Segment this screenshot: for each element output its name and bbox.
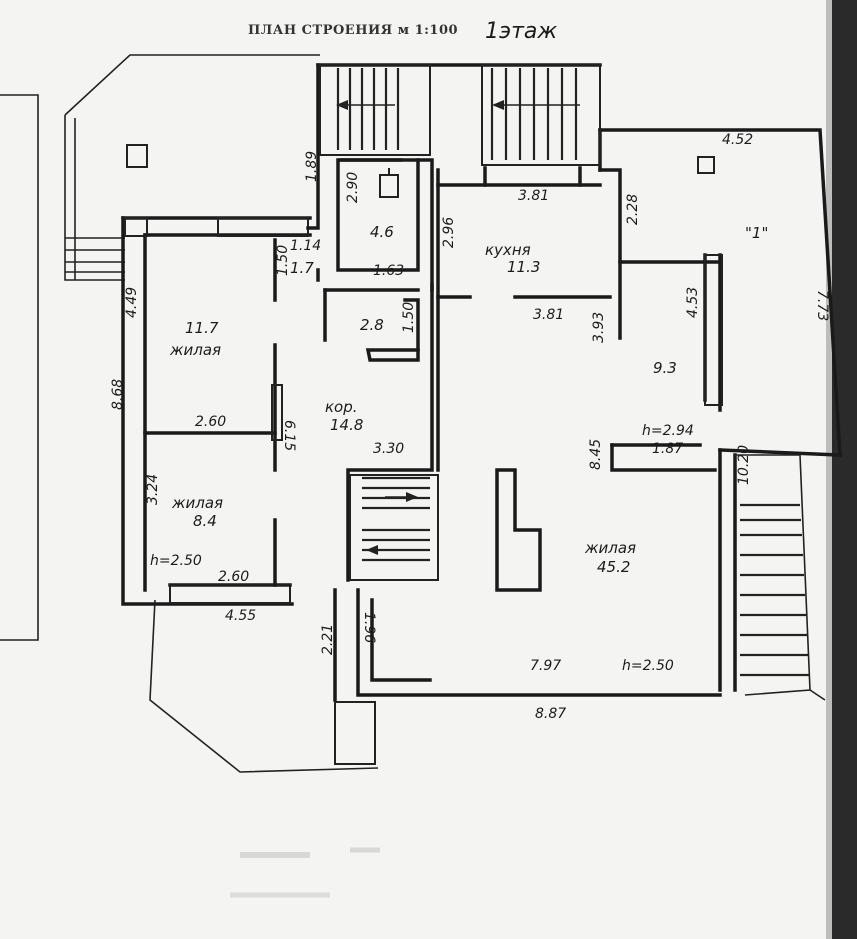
dim-1-87: 1.87 bbox=[652, 441, 683, 457]
living-left-top-area: 11.7 bbox=[185, 319, 219, 337]
dim-4-53: 4.53 bbox=[685, 287, 701, 318]
dim-2-96: 2.96 bbox=[441, 217, 457, 248]
terrace-outline-left bbox=[64, 115, 125, 281]
dim-4-52: 4.52 bbox=[722, 132, 753, 148]
dim-1-89: 1.89 bbox=[304, 151, 320, 182]
dim-8-68: 8.68 bbox=[110, 379, 126, 410]
dim-6-15: 6.15 bbox=[281, 420, 297, 451]
printed-title: ПЛАН СТРОЕНИЯ м 1:100 bbox=[248, 23, 458, 38]
kitchen-name: кухня bbox=[485, 241, 531, 259]
corridor-area: 14.8 bbox=[330, 416, 363, 434]
walls bbox=[121, 63, 842, 765]
dim-2-28: 2.28 bbox=[625, 194, 641, 225]
living-left-bottom-name: жилая bbox=[171, 494, 223, 512]
room-4-6-area: 4.6 bbox=[370, 223, 394, 241]
dim-7-97: 7.97 bbox=[530, 658, 561, 674]
dim-8-87: 8.87 bbox=[535, 706, 566, 722]
corridor-name: кор. bbox=[325, 398, 358, 416]
stair-right-outdoor bbox=[735, 454, 826, 701]
room-labels: 4.6 кухня 11.3 1.7 2.8 11.7 жилая кор. 1… bbox=[169, 223, 768, 576]
chimney-right bbox=[697, 156, 715, 174]
room-1-label: "1" bbox=[745, 224, 768, 242]
dim-2-60-top: 2.60 bbox=[195, 414, 226, 430]
dim-4-55: 4.55 bbox=[225, 608, 256, 624]
dim-7-73: 7.73 bbox=[814, 290, 830, 321]
living-big-area: 45.2 bbox=[597, 558, 630, 576]
left-building-outline bbox=[0, 94, 39, 641]
faint-scan-marks bbox=[230, 847, 380, 898]
room-2-8-area: 2.8 bbox=[360, 316, 384, 334]
kitchen-area: 11.3 bbox=[507, 258, 540, 276]
dimension-labels: 1.89 2.90 1.14 1.50 1.63 2.96 3.81 3.81 … bbox=[110, 132, 830, 722]
dim-2-90: 2.90 bbox=[345, 172, 361, 203]
dim-1-14: 1.14 bbox=[290, 238, 321, 254]
dim-10-20: 10.20 bbox=[736, 445, 752, 485]
lower-left-terrace bbox=[149, 599, 379, 773]
stair-top-right bbox=[481, 64, 601, 166]
dim-1-50-left: 1.50 bbox=[275, 245, 291, 276]
dim-8-45: 8.45 bbox=[588, 439, 604, 470]
dim-1-63: 1.63 bbox=[373, 263, 404, 279]
stair-center bbox=[349, 474, 439, 581]
stair-top-left bbox=[319, 64, 431, 156]
dim-3-93: 3.93 bbox=[591, 312, 607, 343]
room-1-7-area: 1.7 bbox=[290, 259, 314, 277]
living-big-name: жилая bbox=[584, 539, 636, 557]
toilet-icon bbox=[379, 168, 399, 198]
terrace-outline-top bbox=[64, 54, 320, 116]
dim-h-2-94: h=2.94 bbox=[642, 423, 694, 439]
living-left-top-name: жилая bbox=[169, 341, 221, 359]
dim-h-2-50-right: h=2.50 bbox=[622, 658, 674, 674]
dim-3-81-bottom: 3.81 bbox=[533, 307, 564, 323]
dim-4-49: 4.49 bbox=[124, 287, 140, 318]
room-9-3-area: 9.3 bbox=[653, 359, 677, 377]
dim-h-2-50-left: h=2.50 bbox=[150, 553, 202, 569]
floor-label: 1этаж bbox=[485, 19, 557, 44]
living-left-bottom-area: 8.4 bbox=[193, 512, 217, 530]
dim-2-60-bottom: 2.60 bbox=[218, 569, 249, 585]
chimney-left bbox=[126, 144, 148, 168]
dim-2-21: 2.21 bbox=[320, 624, 336, 655]
dim-3-24: 3.24 bbox=[145, 474, 161, 505]
dim-1-96: 1.96 bbox=[361, 612, 377, 643]
dim-1-50-right: 1.50 bbox=[401, 302, 417, 333]
left-entry-steps bbox=[65, 237, 125, 273]
dim-3-81-top: 3.81 bbox=[518, 188, 549, 204]
page-edge-highlight bbox=[826, 0, 832, 939]
dim-3-30: 3.30 bbox=[373, 441, 404, 457]
